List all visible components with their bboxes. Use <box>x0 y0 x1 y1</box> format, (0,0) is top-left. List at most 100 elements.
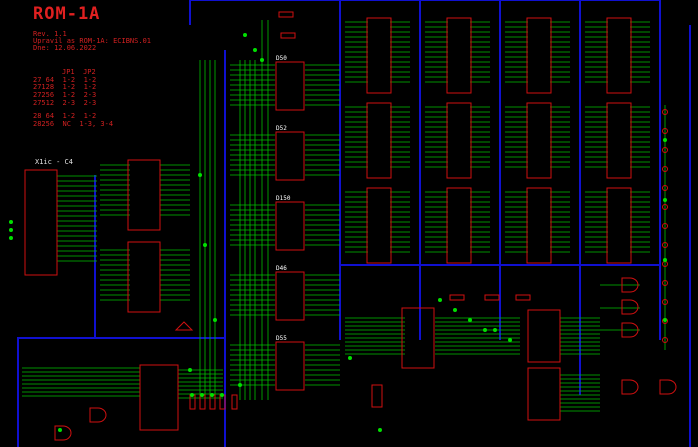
jumper-row: 27256 1-2 2-3 <box>33 91 97 99</box>
junction-dot <box>220 393 224 397</box>
decoder-chip-label: D52 <box>276 125 287 132</box>
decoder-chip-label: D50 <box>276 55 287 62</box>
memory-chip <box>526 187 552 264</box>
junction-dot <box>58 428 62 432</box>
memory-chip <box>446 17 472 94</box>
indicator <box>662 337 668 343</box>
decoder-chip <box>275 271 305 321</box>
junction-dot <box>198 173 202 177</box>
logic-gate <box>621 299 639 315</box>
resistor <box>484 294 500 301</box>
jumper-table-header: JP1 JP2 <box>62 68 96 76</box>
resistor <box>199 394 206 410</box>
junction-dot <box>190 393 194 397</box>
bus-top <box>189 0 661 25</box>
resistor <box>449 294 465 301</box>
memory-chip <box>606 17 632 94</box>
modified-by-text: Upravil as ROM-1A: ECIBNS.01 <box>33 37 152 45</box>
indicator <box>662 242 668 248</box>
indicator <box>662 185 668 191</box>
junction-dot <box>453 308 457 312</box>
edge-connector <box>24 169 58 276</box>
indicator <box>662 299 668 305</box>
decoder-chip-label: D150 <box>276 195 291 202</box>
jumper-row: 27 64 1-2 1-2 <box>33 76 97 84</box>
logic-gate <box>659 379 677 395</box>
junction-dot <box>378 428 382 432</box>
logic-gate <box>621 277 639 293</box>
junction-dot <box>9 220 13 224</box>
junction-dot <box>438 298 442 302</box>
memory-chip <box>446 187 472 264</box>
buffer-chip-upper <box>127 159 161 231</box>
junction-dot <box>9 228 13 232</box>
junction-dot <box>200 393 204 397</box>
connector-label: X1ic - C4 <box>35 158 73 166</box>
schematic-title: ROM-1A <box>33 4 101 24</box>
memory-chip <box>366 17 392 94</box>
junction-dot <box>468 318 472 322</box>
junction-dot <box>663 198 667 202</box>
wire-network <box>22 20 666 412</box>
resistor <box>278 11 294 18</box>
blue-bus-frame <box>17 0 691 447</box>
indicator <box>662 147 668 153</box>
junction-dot <box>9 236 13 240</box>
memory-chip <box>526 102 552 179</box>
junction-dot <box>348 356 352 360</box>
memory-chip <box>366 102 392 179</box>
revision-text: Rev. 1.1 <box>33 30 67 38</box>
and-gate <box>54 425 72 441</box>
resistor <box>280 32 296 39</box>
indicator <box>662 223 668 229</box>
junction-dot <box>188 368 192 372</box>
indicator <box>662 204 668 210</box>
jumper-row: 28256 NC 1-3, 3-4 <box>33 120 114 128</box>
jumper-row: 28 64 1-2 1-2 <box>33 112 97 120</box>
decoder-chip <box>275 131 305 181</box>
decoder-chip-label: D46 <box>276 265 287 272</box>
gate-chip-lower <box>527 367 561 421</box>
memory-chip <box>606 102 632 179</box>
jumper-row: 27512 2-3 2-3 <box>33 99 97 107</box>
decoder-chip <box>275 341 305 391</box>
decoder-chip <box>275 201 305 251</box>
date-text: Dne: 12.06.2022 <box>33 44 97 52</box>
indicator <box>662 128 668 134</box>
buffer-gate <box>174 321 194 331</box>
junction-dot <box>663 318 667 322</box>
junction-dot <box>508 338 512 342</box>
memory-chip <box>446 102 472 179</box>
and-gate <box>89 407 107 423</box>
junction-dot <box>483 328 487 332</box>
junction-dot <box>260 58 264 62</box>
indicator <box>662 280 668 286</box>
junction-dot <box>203 243 207 247</box>
resistor <box>209 394 216 410</box>
decoder-chip-label: D55 <box>276 335 287 342</box>
diode-pack <box>371 384 383 408</box>
logic-gate <box>621 322 639 338</box>
memory-chip <box>366 187 392 264</box>
junction-dot <box>243 33 247 37</box>
memory-chip <box>526 17 552 94</box>
junction-dot <box>253 48 257 52</box>
junction-dots <box>9 33 667 432</box>
memory-chip <box>606 187 632 264</box>
junction-dot <box>210 393 214 397</box>
logic-gate <box>621 379 639 395</box>
indicator <box>662 109 668 115</box>
indicator <box>662 166 668 172</box>
control-chip <box>139 364 179 431</box>
gate-chip-upper <box>527 309 561 363</box>
junction-dot <box>238 383 242 387</box>
resistor <box>515 294 531 301</box>
resistor <box>231 394 238 410</box>
junction-dot <box>493 328 497 332</box>
decoder-chip <box>275 61 305 111</box>
junction-dot <box>663 138 667 142</box>
jumper-row: 27128 1-2 1-2 <box>33 83 97 91</box>
buffer-chip-lower <box>127 241 161 313</box>
